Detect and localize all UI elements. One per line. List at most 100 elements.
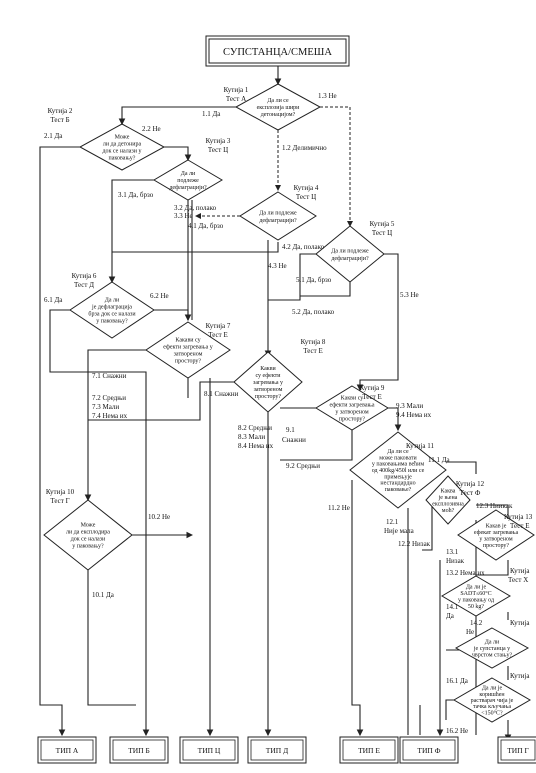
edge-label: 9.2 Средњи bbox=[286, 462, 320, 470]
edge-labels: 1.1 Да 1.2 Делимично 1.3 Не 2.1 Да 2.2 Н… bbox=[44, 92, 513, 735]
edge-label: 1.2 Делимично bbox=[282, 144, 327, 152]
edge-label: 4.1 Да, брзо bbox=[188, 222, 224, 230]
connectors bbox=[39, 66, 512, 742]
decision-question-line: нестандардно bbox=[380, 481, 415, 487]
decision-question-line: брза док се налази bbox=[88, 311, 136, 318]
decision-question-line: Да ли подлеже bbox=[259, 210, 297, 216]
box-13-title: Кутија 13 bbox=[504, 513, 533, 521]
box-9-test: Тест Е bbox=[362, 393, 381, 401]
decision-question-line: моћ? bbox=[442, 507, 455, 514]
decision-question-line: затвореном bbox=[174, 352, 203, 358]
decision-question-line: Какави су bbox=[175, 338, 200, 344]
box-2-title: Кутија 2 bbox=[48, 107, 73, 115]
decision-question-line: у затвореном bbox=[335, 410, 369, 416]
decision-question-line: простору? bbox=[339, 417, 365, 423]
edge-label: 10.1 Да bbox=[92, 591, 115, 599]
decision-question-line: експлозивна bbox=[432, 501, 464, 507]
decision-question-line: су ефекти bbox=[255, 372, 281, 379]
decision-diamond bbox=[233, 351, 303, 413]
decision-question-line: загревања у bbox=[253, 380, 283, 386]
result-type-label: ТИП Ц bbox=[198, 746, 221, 755]
result-type-box: ТИП Д bbox=[247, 736, 307, 764]
result-type-label: ТИП А bbox=[56, 746, 79, 755]
decision-question-line: Да ли bbox=[105, 298, 120, 304]
box-7-title: Кутија 7 bbox=[206, 322, 231, 330]
edge-label: 11.1 Да bbox=[428, 456, 451, 464]
decision-question-line: ефекат загревања bbox=[474, 529, 519, 536]
edge-label: 8.4 Нема их bbox=[238, 442, 274, 450]
edge-label: Низак bbox=[446, 557, 465, 565]
result-type-box: ТИП Б bbox=[109, 736, 169, 764]
decision-question-line: тачка кључања bbox=[473, 704, 511, 710]
edge-label: 16.2 Не bbox=[446, 727, 468, 735]
decision-question-line: простору? bbox=[483, 543, 509, 549]
decision-question-line: затвореном bbox=[254, 387, 283, 393]
decision-question-line: у паковању од bbox=[458, 597, 494, 603]
edge-label: 10.2 Не bbox=[148, 513, 170, 521]
result-type-frame bbox=[109, 736, 169, 764]
decision-question-line: простору? bbox=[175, 359, 201, 365]
box-14-test: Тест Х bbox=[508, 576, 528, 584]
edge-label: 5.3 Не bbox=[400, 291, 419, 299]
decision-question-line: Да ли је bbox=[482, 686, 503, 692]
decision-question-line: Може bbox=[115, 135, 130, 141]
decision-diamond bbox=[145, 321, 231, 379]
edge-label: 13.1 bbox=[446, 548, 459, 556]
decision-question-line: може паковати bbox=[379, 455, 417, 461]
decision-diamond bbox=[441, 575, 511, 617]
decision-diamond bbox=[239, 191, 317, 241]
decision-diamond bbox=[349, 431, 447, 509]
result-type-box: ТИП А bbox=[37, 736, 97, 764]
box-14-title: Кутија bbox=[510, 567, 530, 575]
result-type-frame bbox=[179, 736, 239, 764]
decision-question-line: SADT≤60°C bbox=[460, 590, 491, 597]
edge-label: Да bbox=[446, 612, 455, 620]
decision-question-line: ли да детонира bbox=[103, 142, 142, 148]
edge-label: 14.2 bbox=[470, 619, 483, 627]
edge-label: 14.1 bbox=[446, 603, 459, 611]
decision-question-line: експлозија шири bbox=[257, 105, 301, 111]
edge-label: 6.2 Не bbox=[150, 292, 169, 300]
decision-question-line: паковање? bbox=[385, 487, 412, 493]
box-5-title: Кутија 5 bbox=[370, 220, 395, 228]
decision-diamond bbox=[153, 159, 223, 201]
edge-label: 1.1 Да bbox=[202, 110, 221, 118]
edge-label: Не bbox=[466, 628, 474, 636]
edge-label: 8.1 Снажни bbox=[204, 390, 239, 398]
decision-diamond bbox=[69, 281, 155, 339]
decision-diamond bbox=[454, 627, 530, 669]
result-type-box: ТИП Е bbox=[339, 736, 399, 764]
decision-question-line: детонацијом? bbox=[261, 112, 296, 118]
edge-label: 3.2 Да, полако bbox=[174, 204, 217, 212]
decision-question-line: дефлаграцији? bbox=[169, 184, 207, 191]
decision-question-line: Какви су bbox=[341, 396, 364, 402]
decision-question-line: Да ли bbox=[485, 640, 500, 646]
decision-question-line: дефлаграцији? bbox=[259, 217, 297, 224]
edge-label: Снажни bbox=[282, 436, 306, 444]
decision-question-line: растварач чија је bbox=[471, 698, 514, 704]
edge-label: 2.2 Не bbox=[142, 125, 161, 133]
decision-question-line: је супстанца у bbox=[473, 646, 510, 652]
decision-question-line: Да ли подлеже bbox=[331, 248, 369, 254]
box-1-title: Кутија 1 bbox=[224, 86, 249, 94]
decision-question-line: у паковању? bbox=[96, 319, 128, 325]
box-7-test: Тест Е bbox=[208, 331, 227, 339]
edge-label: 9.3 Мали bbox=[396, 402, 423, 410]
decision-question-line: Може bbox=[81, 523, 96, 529]
edge-label: 4.3 Не bbox=[268, 262, 287, 270]
edge-label: 9.4 Нема их bbox=[396, 411, 432, 419]
edge-label: 5.2 Да, полако bbox=[292, 308, 335, 316]
edge-label: 6.1 Да bbox=[44, 296, 63, 304]
box-11-title: Кутија 11 bbox=[406, 442, 434, 450]
box-6-title: Кутија 6 bbox=[72, 272, 97, 280]
